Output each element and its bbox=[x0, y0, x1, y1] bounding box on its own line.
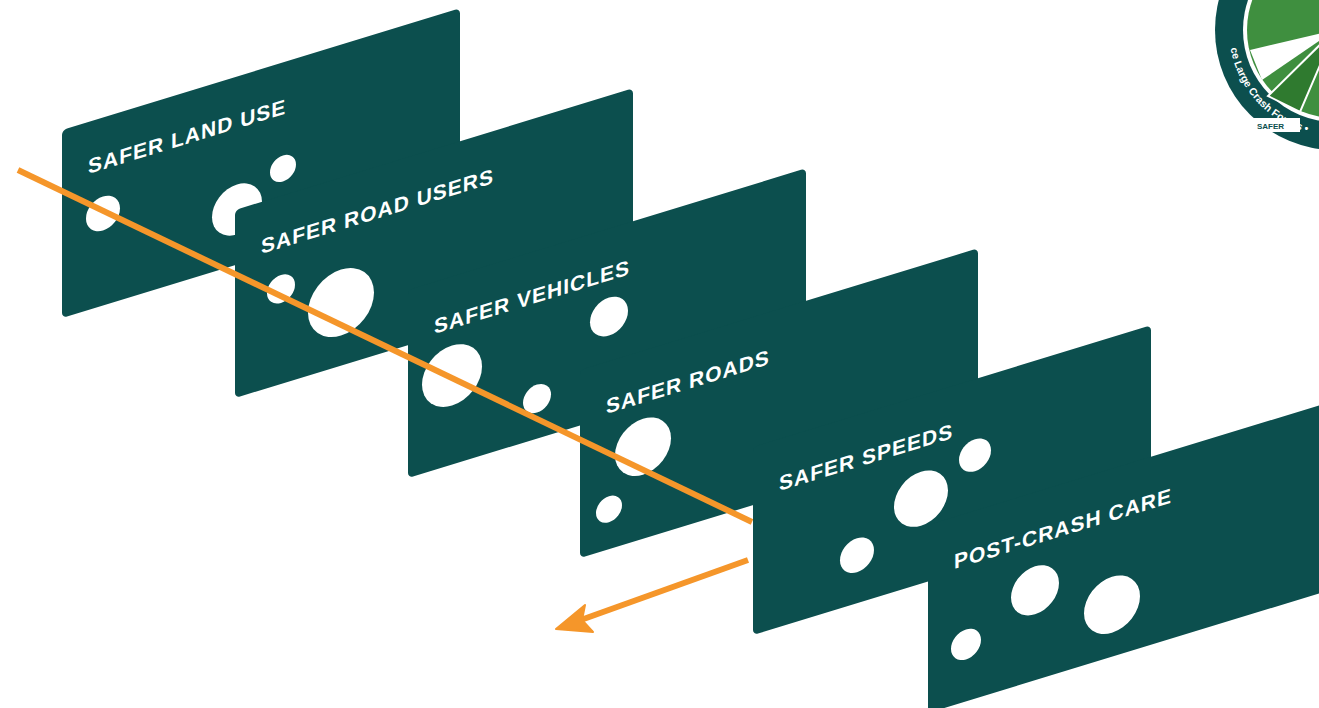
cheese-hole bbox=[86, 191, 120, 235]
cheese-hole bbox=[422, 336, 482, 414]
cheese-hole bbox=[596, 492, 622, 526]
logo-arc-text: ce Large Crash Forces • bbox=[1229, 46, 1311, 134]
cheese-hole bbox=[1011, 559, 1059, 622]
logo-divider bbox=[1250, 30, 1319, 80]
cheese-hole bbox=[267, 271, 295, 308]
cheese-hole bbox=[951, 625, 981, 664]
logo-arc-text: ce Large Crash Forces • bbox=[1229, 46, 1311, 134]
cheese-hole bbox=[308, 260, 374, 346]
cheese-hole bbox=[590, 292, 628, 342]
logo-inner bbox=[1243, 0, 1319, 122]
cheese-hole bbox=[270, 151, 296, 185]
panel-title: SAFER ROADS bbox=[606, 345, 770, 419]
cheese-hole bbox=[615, 410, 671, 483]
cheese-hole bbox=[523, 380, 551, 417]
logo-ring bbox=[1215, 0, 1319, 150]
logo-segment bbox=[1268, 30, 1319, 112]
logo-band bbox=[1246, 118, 1300, 132]
cheese-hole bbox=[1084, 568, 1140, 641]
logo-inner bbox=[1247, 0, 1319, 118]
panel-title: SAFER LAND USE bbox=[88, 94, 286, 179]
logo-small-text: SAFER bbox=[1257, 122, 1284, 131]
cheese-hole bbox=[959, 434, 991, 476]
arrow-head bbox=[556, 605, 593, 632]
cheese-hole bbox=[840, 533, 874, 577]
arrow-line bbox=[578, 560, 748, 621]
